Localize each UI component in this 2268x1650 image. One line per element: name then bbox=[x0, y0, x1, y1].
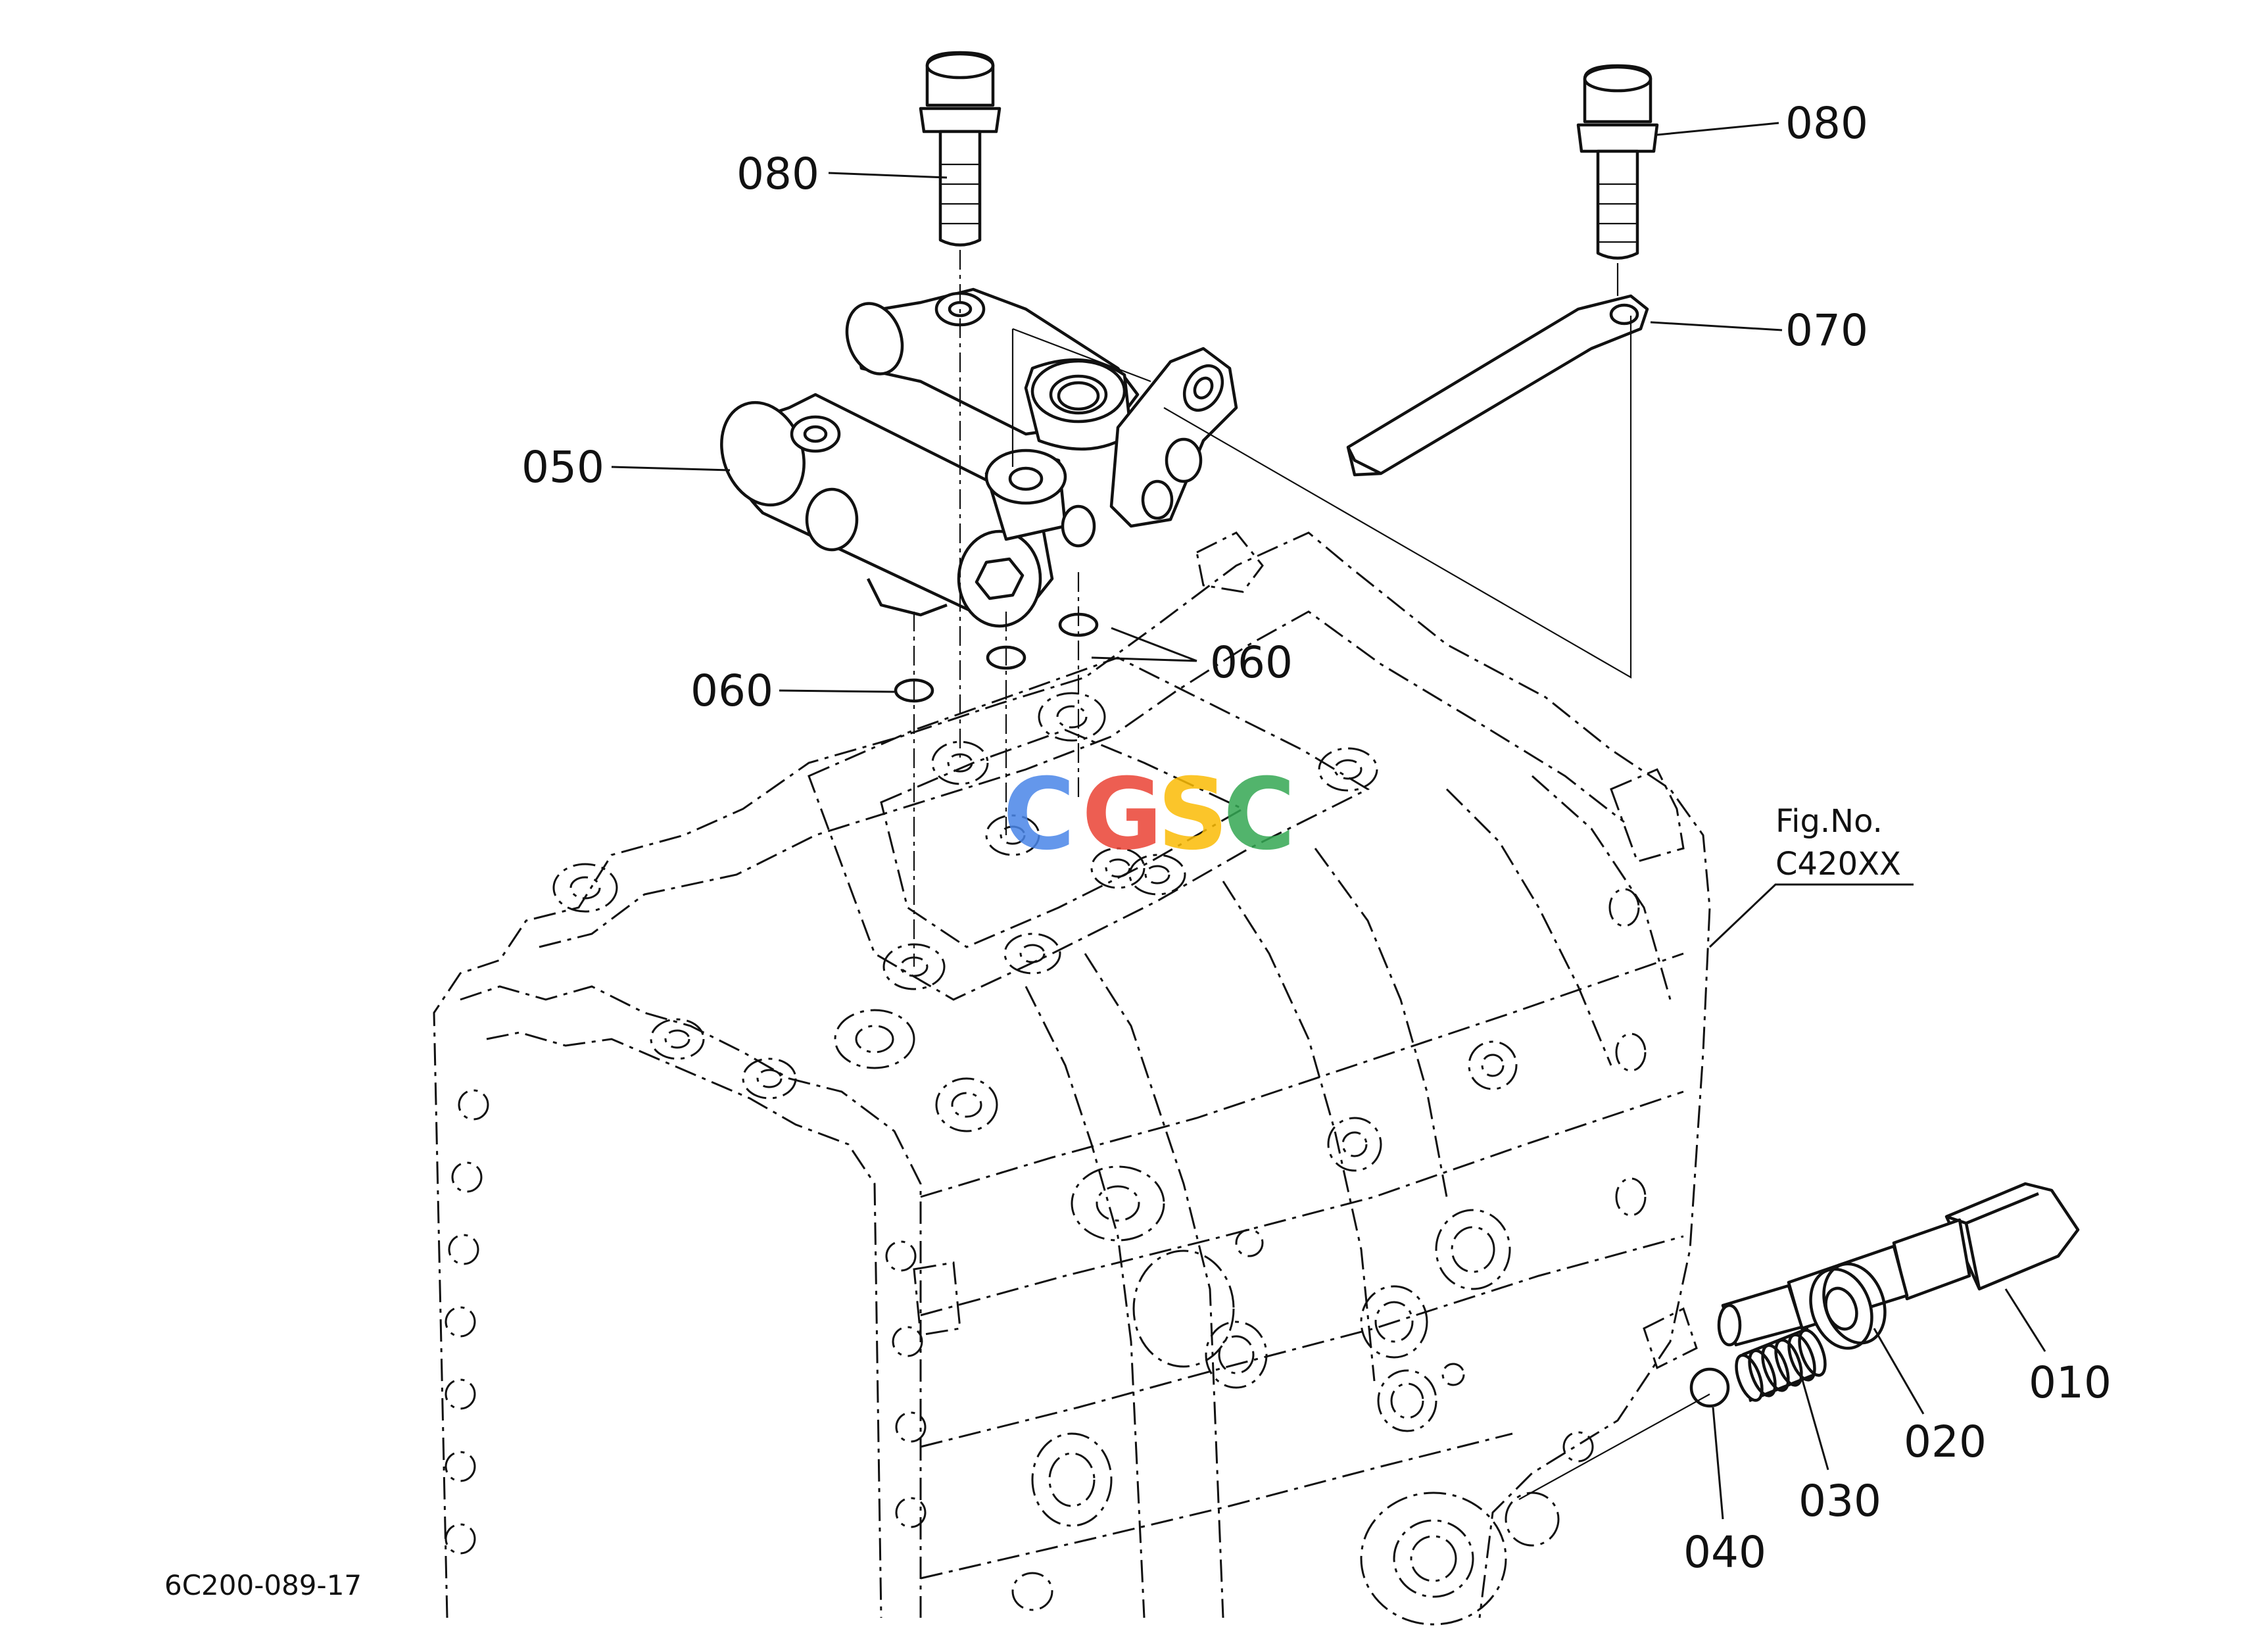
part-030-spring bbox=[1735, 1326, 1827, 1403]
figure-ref-value: C420XX bbox=[1775, 846, 1901, 883]
part-010-plug bbox=[1717, 1182, 2080, 1347]
part-070-plate bbox=[1346, 294, 1649, 477]
figure-reference: Fig.No. C420XX bbox=[1775, 803, 1901, 883]
watermark-letter: G bbox=[1082, 758, 1163, 872]
part-040-ball bbox=[1689, 1367, 1730, 1408]
callout-070: 070 bbox=[1785, 305, 1868, 356]
callout-060-right: 060 bbox=[1210, 637, 1293, 688]
callout-030: 030 bbox=[1798, 1476, 1881, 1526]
callout-labels: 080 080 070 050 060 060 010 020 030 040 bbox=[521, 98, 2111, 1578]
leader-lines bbox=[611, 122, 2046, 1520]
figure-code: 6C200-089-17 bbox=[164, 1569, 362, 1601]
callout-010: 010 bbox=[2029, 1357, 2111, 1408]
part-080-bolt-left bbox=[919, 51, 1001, 247]
part-050-valve-body bbox=[720, 287, 1238, 628]
figure-ref-label: Fig.No. bbox=[1775, 803, 1883, 840]
watermark: C G S C bbox=[1003, 758, 1295, 872]
part-080-bolt-right bbox=[1576, 64, 1659, 260]
callout-060-left: 060 bbox=[690, 666, 773, 716]
callout-040: 040 bbox=[1683, 1527, 1766, 1578]
part-020-washer bbox=[1809, 1262, 1887, 1350]
assembly-lines bbox=[913, 250, 1710, 1500]
watermark-letter: S bbox=[1157, 758, 1228, 872]
watermark-letter: C bbox=[1003, 758, 1075, 872]
callout-080-right: 080 bbox=[1785, 98, 1868, 149]
callout-050: 050 bbox=[521, 442, 604, 493]
transmission-case bbox=[433, 531, 1711, 1626]
callout-020: 020 bbox=[1904, 1417, 1987, 1467]
watermark-letter: C bbox=[1223, 758, 1295, 872]
callout-080-left: 080 bbox=[736, 149, 819, 199]
